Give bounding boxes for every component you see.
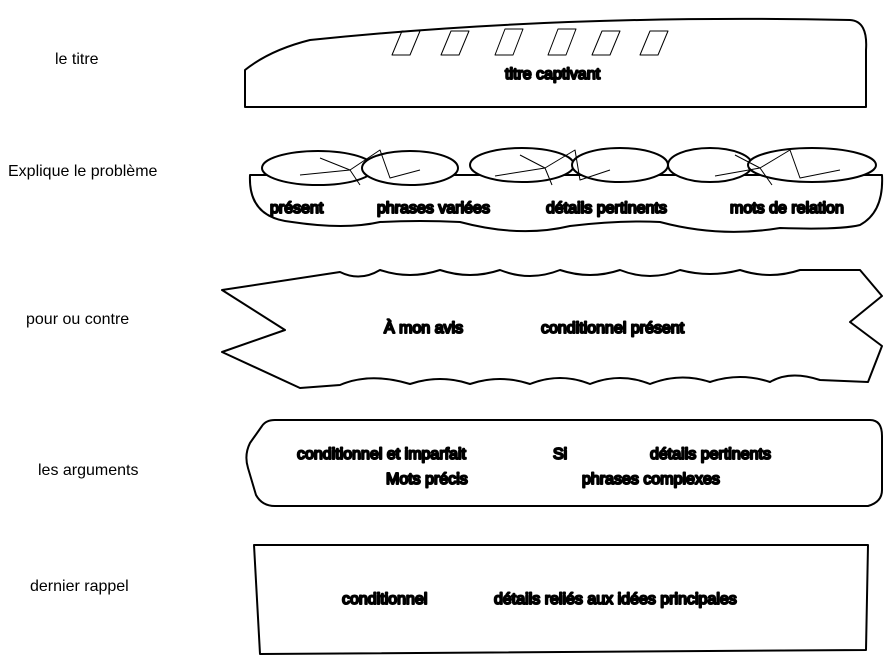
text-conditionnel: conditionnel: [342, 591, 427, 608]
bottom-bun: conditionnel détails reliés aux idées pr…: [253, 544, 869, 655]
text-conditionnel-et-imparfait: conditionnel et imparfait: [297, 446, 467, 463]
text-phrases-complexes: phrases complexes: [582, 471, 720, 488]
label-pour-ou-contre: pour ou contre: [26, 311, 130, 328]
text-titre-captivant: titre captivant: [505, 66, 601, 83]
text-conditionnel-present: conditionnel présent: [541, 320, 685, 337]
text-si: Si: [553, 446, 567, 463]
patty-layer: conditionnel et imparfait Si détails per…: [245, 419, 883, 507]
sesame-seeds: [391, 28, 669, 56]
text-details-pertinents-1: détails pertinents: [546, 200, 667, 217]
text-details-relies: détails reliés aux idées principales: [494, 591, 737, 608]
label-les-arguments: les arguments: [38, 462, 139, 479]
tomato-star-details: [299, 149, 841, 186]
text-phrases-variees: phrases variées: [377, 200, 490, 217]
label-explique-le-probleme: Explique le problème: [8, 163, 158, 180]
lettuce-layer: À mon avis conditionnel présent: [221, 269, 883, 389]
label-dernier-rappel: dernier rappel: [30, 578, 129, 595]
text-details-pertinents-2: détails pertinents: [650, 446, 771, 463]
tomato-layer: présent phrases variées détails pertinen…: [248, 147, 884, 233]
text-mots-de-relation: mots de relation: [730, 200, 844, 217]
text-present: présent: [270, 200, 324, 217]
text-a-mon-avis: À mon avis: [384, 318, 463, 337]
text-mots-precis: Mots précis: [386, 471, 468, 488]
label-le-titre: le titre: [55, 51, 99, 68]
top-bun: titre captivant: [244, 17, 868, 108]
